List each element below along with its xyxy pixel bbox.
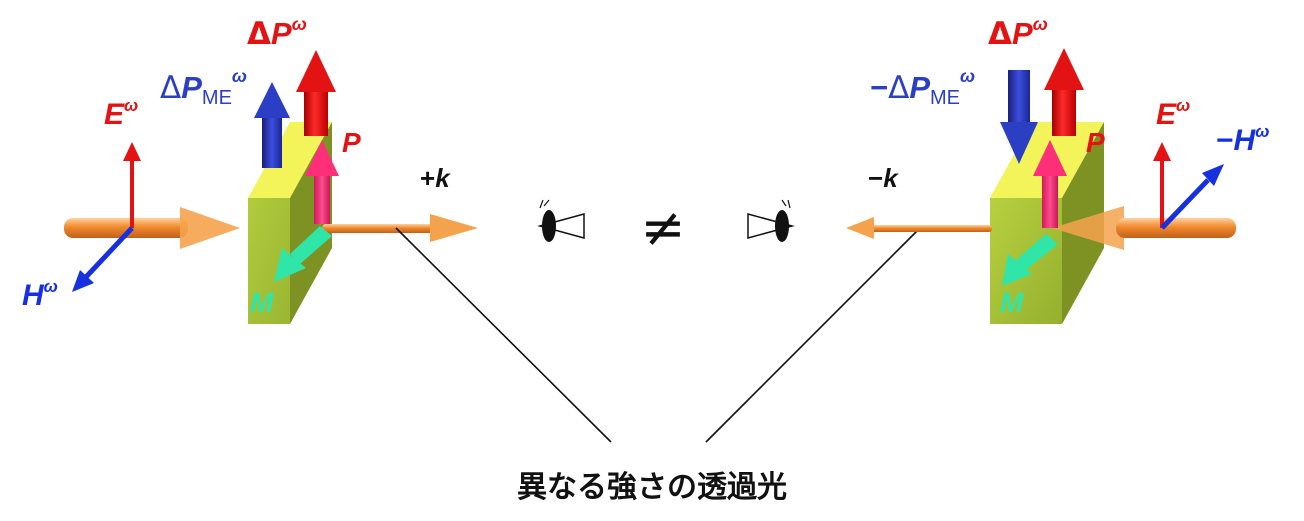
- delta-p-arrow-right: [1044, 48, 1084, 136]
- not-equal-symbol: ≠: [640, 196, 685, 259]
- delta-p-me-arrow: [254, 82, 290, 168]
- delta-p-me-label-left: ΔPMEω: [160, 66, 247, 109]
- h-field-label-left: Hω: [22, 277, 58, 312]
- m-label-left: M: [250, 287, 274, 318]
- eye-icon-left: [537, 199, 585, 242]
- caption: 異なる強さの透過光: [517, 470, 787, 505]
- eye-icon-right: [747, 199, 795, 242]
- p-label-left: P: [342, 127, 361, 158]
- delta-p-label-right: ΔPω: [988, 14, 1048, 52]
- polarization-arrow: [305, 140, 339, 224]
- e-field-label-right: Eω: [1156, 96, 1190, 131]
- neg-h-field-arrow: [1160, 164, 1224, 230]
- delta-p-arrow: [296, 50, 336, 136]
- e-field-arrow: [123, 142, 141, 228]
- incident-light-beam: [64, 207, 240, 249]
- magnetization-arrow-right: [1002, 234, 1058, 286]
- pointer-line-right: [705, 227, 921, 443]
- left-setup: ΔPω ΔPMEω Eω Hω P M +k: [22, 14, 478, 324]
- neg-delta-p-me-label: −ΔPMEω: [870, 66, 975, 109]
- delta-p-label-left: ΔPω: [247, 14, 307, 52]
- p-label-right: P: [1086, 127, 1105, 158]
- transmitted-light-beam: [322, 214, 478, 242]
- k-label-right: −k: [868, 163, 899, 193]
- polarization-arrow-right: [1033, 140, 1067, 228]
- h-field-arrow: [72, 226, 134, 292]
- e-field-arrow-right: [1153, 142, 1171, 228]
- magnetization-arrow: [274, 226, 332, 282]
- e-field-label-left: Eω: [104, 96, 138, 131]
- right-setup: ΔPω −ΔPMEω Eω −Hω P M −k: [846, 14, 1269, 324]
- incident-light-beam-right: [1052, 206, 1236, 250]
- neg-delta-p-me-arrow: [1000, 70, 1038, 164]
- neg-h-field-label: −Hω: [1216, 122, 1269, 157]
- k-label-left: +k: [420, 163, 451, 193]
- pointer-line-left: [395, 227, 612, 443]
- m-label-right: M: [1000, 287, 1024, 318]
- transmitted-light-beam-right: [846, 217, 992, 239]
